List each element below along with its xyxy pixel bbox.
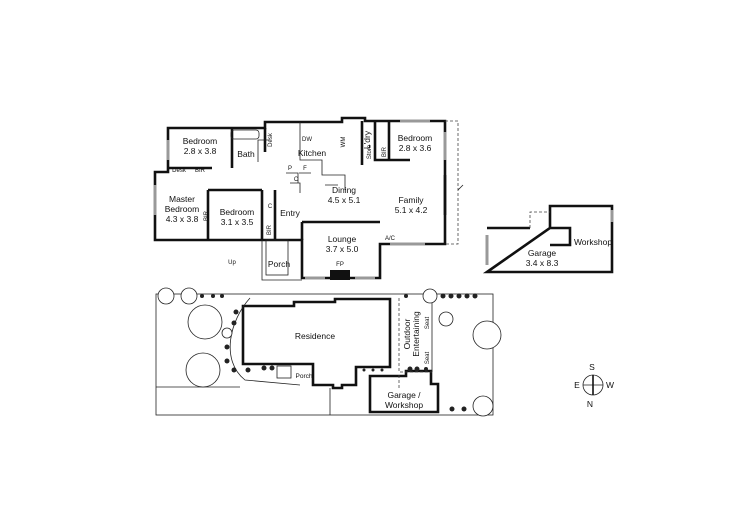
tree-icon bbox=[157, 287, 175, 305]
room-size: 3.4 x 8.3 bbox=[526, 258, 559, 268]
tree-icon bbox=[187, 304, 223, 340]
room-name: Family bbox=[398, 195, 424, 205]
fixture-label: WM bbox=[341, 137, 347, 148]
garage-workshop-label: Workshop bbox=[385, 400, 423, 410]
room-size: 4.5 x 5.1 bbox=[328, 195, 361, 205]
fixture-label: Up bbox=[228, 260, 236, 266]
seat-label: Seat bbox=[425, 316, 431, 329]
room-name: L'dry bbox=[362, 130, 372, 149]
fireplace-icon bbox=[330, 270, 350, 280]
tree-icon bbox=[221, 327, 233, 339]
house-floor-plan: Bedroom 2.8 x 3.8 Bath Kitchen L'dry Bed… bbox=[153, 116, 464, 281]
compass-west: W bbox=[606, 380, 614, 390]
room-name: Bedroom bbox=[398, 133, 433, 143]
fixture-label: Desk bbox=[172, 168, 187, 174]
compass-north: N bbox=[587, 399, 593, 409]
room-size: 2.8 x 3.6 bbox=[399, 143, 432, 153]
room-name: Entry bbox=[280, 208, 301, 218]
fixture-label: BIR bbox=[195, 168, 206, 174]
room-size: 5.1 x 4.2 bbox=[395, 205, 428, 215]
room-name: Master bbox=[169, 194, 195, 204]
fixture-label: BIR bbox=[382, 146, 388, 157]
garage-floor-plan: Workshop Garage 3.4 x 8.3 bbox=[482, 204, 614, 274]
tree-icon bbox=[422, 288, 438, 304]
outdoor-entertaining-label: Entertaining bbox=[411, 311, 421, 357]
fixture-label: Desk bbox=[268, 132, 274, 147]
site-plan: Residence Porch Outdoor Entertaining Sea… bbox=[155, 287, 502, 417]
room-name: Bath bbox=[237, 149, 255, 159]
tree-icon bbox=[472, 395, 494, 417]
fixture-label: F bbox=[303, 166, 307, 172]
fixture-label: FP bbox=[336, 262, 344, 268]
residence-label: Residence bbox=[295, 331, 335, 341]
pond-icon bbox=[472, 320, 502, 350]
room-name: Lounge bbox=[328, 234, 357, 244]
compass-icon: S E W N bbox=[574, 362, 614, 409]
fixture-label: C bbox=[268, 204, 273, 210]
fixture-label: P bbox=[288, 166, 292, 172]
trees bbox=[157, 287, 502, 417]
outdoor-entertaining-label: Outdoor bbox=[402, 318, 412, 349]
room-name: Garage bbox=[528, 248, 557, 258]
fixture-label: C bbox=[294, 177, 299, 183]
room-size: 2.8 x 3.8 bbox=[184, 146, 217, 156]
tree-icon bbox=[180, 287, 198, 305]
room-name: Workshop bbox=[574, 237, 612, 247]
room-name: Porch bbox=[268, 259, 290, 269]
room-name: Bedroom bbox=[183, 136, 218, 146]
room-name: Bedroom bbox=[220, 207, 255, 217]
room-size: 3.1 x 3.5 bbox=[221, 217, 254, 227]
shrubs bbox=[200, 293, 478, 412]
room-name: Kitchen bbox=[298, 148, 327, 158]
seat-label: Seat bbox=[425, 351, 431, 364]
fixture-label: BIR bbox=[267, 224, 273, 235]
stairs-icon bbox=[265, 239, 289, 276]
tree-icon bbox=[185, 352, 221, 388]
room-name: Bedroom bbox=[165, 204, 200, 214]
compass-south: S bbox=[589, 362, 595, 372]
room-size: 3.7 x 5.0 bbox=[326, 244, 359, 254]
fixture-label: BIR bbox=[204, 210, 210, 221]
garage-workshop-label: Garage / bbox=[387, 390, 421, 400]
compass-east: E bbox=[574, 380, 580, 390]
fixture-label: DW bbox=[302, 137, 312, 143]
fixture-label: A/C bbox=[385, 236, 396, 242]
tree-icon bbox=[438, 311, 454, 327]
room-size: 4.3 x 3.8 bbox=[166, 214, 199, 224]
room-name: Dining bbox=[332, 185, 356, 195]
fixture-label: Store bbox=[367, 144, 373, 159]
porch-label: Porch bbox=[296, 373, 313, 380]
